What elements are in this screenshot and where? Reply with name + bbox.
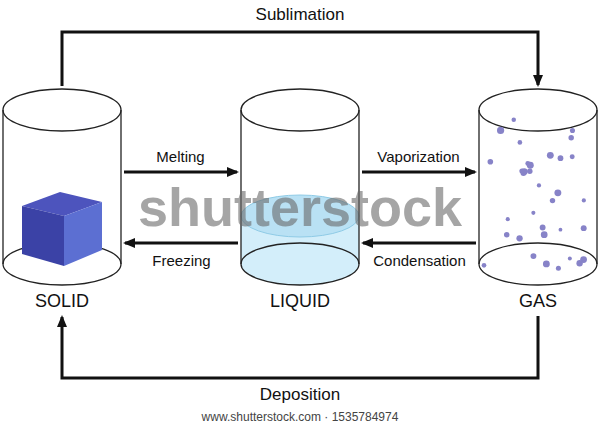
gas-particle [531,211,535,215]
gas-particle [482,263,487,268]
gas-particle [511,117,515,121]
transition-arrow [363,242,476,245]
gas-particle [582,198,586,202]
gas-particle [547,152,554,159]
transition-label: Deposition [257,385,343,404]
state-label: SOLID [2,290,122,312]
gas-particle [525,161,530,166]
transition-arrow [62,32,538,86]
gas-particle [568,256,572,260]
solid-container [3,89,121,285]
gas-particle [537,183,541,187]
transition-label: Melting [153,147,207,166]
gas-particle [497,127,504,134]
transition-label: Vaporization [374,147,462,166]
transition-label: Freezing [149,251,213,270]
gas-particles [482,117,587,270]
gas-particle [541,231,548,238]
gas-particle [504,232,510,238]
gas-particle [488,159,494,165]
gas-particle [568,135,573,140]
transition-arrow [125,242,238,245]
gas-particle [556,266,561,271]
gas-particle [540,225,546,231]
gas-container [479,89,597,285]
transition-arrow [362,171,475,174]
gas-particle [519,168,524,173]
state-container: GAS [478,88,598,312]
watermark: shutterstock [0,176,600,238]
state-container: SOLID [2,88,122,312]
transition-label: Condensation [370,251,469,270]
gas-particle [531,253,537,259]
gas-particle [554,189,561,196]
state-label: LIQUID [240,290,360,312]
gas-particle [527,168,533,174]
gas-particle [570,154,575,159]
gas-particle [543,260,550,267]
gas-particle [581,225,587,231]
gas-particle [506,217,510,221]
ice-cube [22,192,102,266]
gas-particle [550,198,555,203]
state-label: GAS [478,290,598,312]
gas-particle [558,155,564,161]
transition-arrow [124,171,237,174]
gas-particle [516,235,522,241]
gas-particle [576,260,582,266]
gas-particle [559,228,563,232]
transition-arrow [62,316,538,378]
gas-particle [570,128,575,133]
gas-particle [518,140,523,145]
watermark-url: www.shutterstock.com · 1535784974 [0,411,600,425]
transition-label: Sublimation [253,5,348,24]
